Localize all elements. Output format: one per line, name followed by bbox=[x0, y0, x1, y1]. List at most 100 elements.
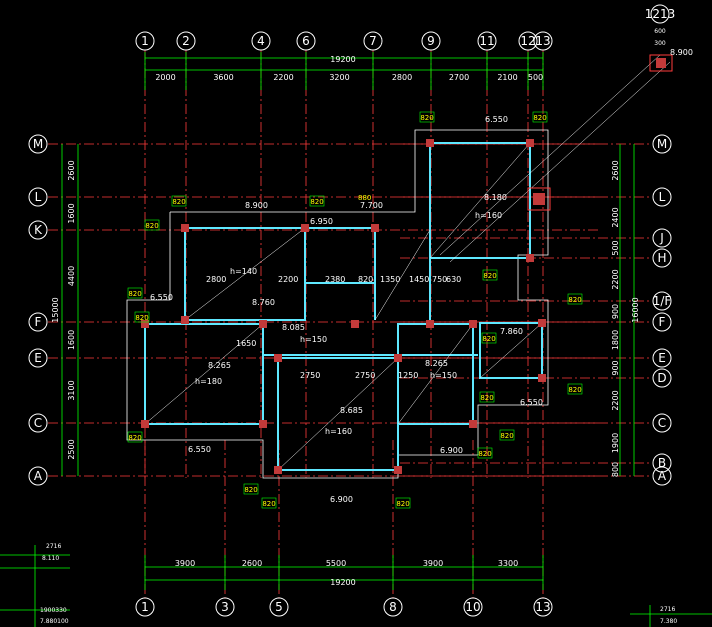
legend-br-2: 7.380 bbox=[660, 618, 677, 625]
tag-box-9 bbox=[481, 332, 497, 344]
dim-bottom-3: 3900 bbox=[423, 559, 443, 568]
column-10 bbox=[426, 320, 434, 328]
dim-bottom-4: 3300 bbox=[498, 559, 518, 568]
h-label-4: h=160 bbox=[475, 211, 502, 220]
dim-right-0: 2600 bbox=[611, 160, 620, 180]
tag-box-17 bbox=[127, 431, 143, 443]
diag-4 bbox=[429, 142, 531, 259]
axis-left-bubble-0 bbox=[28, 134, 48, 154]
tag-13: 820 bbox=[396, 500, 409, 508]
axis-top-bubble-1 bbox=[176, 31, 196, 51]
column-5 bbox=[526, 254, 534, 262]
axis-bottom-label-0: 1 bbox=[141, 600, 149, 614]
tag-box-3 bbox=[532, 111, 548, 123]
legend-bottom-left: 2716 8.110 1900330 7.880100 bbox=[0, 543, 70, 627]
axis-bottom-label-1: 3 bbox=[221, 600, 229, 614]
legend-bl-4: 7.880100 bbox=[40, 618, 69, 625]
axis-left-label-4: E bbox=[34, 351, 42, 365]
tag-0: 820 bbox=[172, 198, 185, 206]
tag-box-10 bbox=[567, 383, 583, 395]
axis-right-label-9: B bbox=[658, 456, 666, 470]
column-2 bbox=[371, 224, 379, 232]
tag-box-8 bbox=[567, 293, 583, 305]
axis-bottom-label-3: 8 bbox=[389, 600, 397, 614]
room-dim-1350: 1350 bbox=[380, 275, 400, 284]
axis-right-label-4: 1/F bbox=[653, 294, 672, 308]
dim-bottom-2: 5500 bbox=[326, 559, 346, 568]
dim-right-5: 1800 bbox=[611, 330, 620, 350]
dim-right-8: 1900 bbox=[611, 433, 620, 453]
column-18 bbox=[469, 420, 477, 428]
dim-bottom-1: 2600 bbox=[242, 559, 262, 568]
column-4 bbox=[526, 139, 534, 147]
diag-3 bbox=[277, 357, 399, 471]
axis-left-label-5: C bbox=[34, 416, 42, 430]
axis-left-bubble-5 bbox=[28, 413, 48, 433]
tag-box-13 bbox=[395, 497, 411, 509]
axis-top-bubble-0 bbox=[135, 31, 155, 51]
axis-left-label-1: L bbox=[35, 190, 42, 204]
legend-bottom-right: 2716 7.380 bbox=[630, 605, 712, 627]
axis-right-bubble-6 bbox=[652, 348, 672, 368]
axis-bottom-label-2: 5 bbox=[275, 600, 283, 614]
axis-left-label-3: F bbox=[35, 315, 42, 329]
dim-left-3: 1600 bbox=[67, 330, 76, 350]
axis-right-bubble-0 bbox=[652, 134, 672, 154]
axis-right-bubble-8 bbox=[652, 413, 672, 433]
elev-label-4: 7.700 bbox=[360, 201, 383, 210]
column-11 bbox=[469, 320, 477, 328]
column-9 bbox=[351, 320, 359, 328]
axis-label-extra: 1213 bbox=[645, 7, 676, 21]
axis-left-bubble-3 bbox=[28, 312, 48, 332]
tag-17: 820 bbox=[128, 434, 141, 442]
tag-4: 820 bbox=[128, 290, 141, 298]
column-14 bbox=[141, 420, 149, 428]
dim-right-6: 900 bbox=[611, 360, 620, 375]
elev-label-10: 8.685 bbox=[340, 406, 363, 415]
axis-right-bubble-4 bbox=[652, 291, 672, 311]
dim-right-9: 800 bbox=[611, 462, 620, 477]
column-box-right bbox=[527, 187, 551, 211]
elev-label-12: 7.860 bbox=[500, 327, 523, 336]
tag-box-0 bbox=[171, 195, 187, 207]
tag-box-4 bbox=[127, 287, 143, 299]
axis-bottom-bubble-0 bbox=[135, 597, 155, 617]
room-dim-2380: 2380 bbox=[325, 275, 345, 284]
corner-column bbox=[656, 58, 666, 68]
tag-box-14 bbox=[261, 497, 277, 509]
diag-2 bbox=[144, 323, 264, 425]
axis-right-bubble-9 bbox=[652, 453, 672, 473]
h-label-1: h=140 bbox=[230, 267, 257, 276]
axis-right-label-6: E bbox=[658, 351, 666, 365]
building-outline bbox=[126, 129, 549, 479]
column-0 bbox=[181, 224, 189, 232]
axis-bottom-label-5: 13 bbox=[535, 600, 550, 614]
room-dim-2200: 2200 bbox=[278, 275, 298, 284]
beam-room-upper-right bbox=[429, 142, 531, 259]
column-13 bbox=[538, 374, 546, 382]
dim-top-4: 2800 bbox=[392, 73, 412, 82]
axis-left-bubble-4 bbox=[28, 348, 48, 368]
tag-5: 820 bbox=[135, 314, 148, 322]
dim-left-5: 2500 bbox=[67, 439, 76, 459]
elev-label-3: 8.900 bbox=[245, 201, 268, 210]
dim-right-4: 900 bbox=[611, 304, 620, 319]
axis-top-label-1: 2 bbox=[182, 34, 190, 48]
axis-bottom-bubble-5 bbox=[533, 597, 553, 617]
tag-9: 820 bbox=[482, 335, 495, 343]
tag-box-11 bbox=[479, 391, 495, 403]
column-15 bbox=[259, 420, 267, 428]
column-16 bbox=[274, 466, 282, 474]
outline-main bbox=[126, 129, 549, 479]
tag-box-15 bbox=[243, 483, 259, 495]
corner-dim-300: 300 bbox=[654, 40, 666, 47]
axis-top-bubble-8 bbox=[533, 31, 553, 51]
elev-label-1: 6.550 bbox=[150, 293, 173, 302]
axis-bottom-label-4: 10 bbox=[465, 600, 480, 614]
axis-top-extra: 1213 600 300 bbox=[645, 4, 676, 72]
